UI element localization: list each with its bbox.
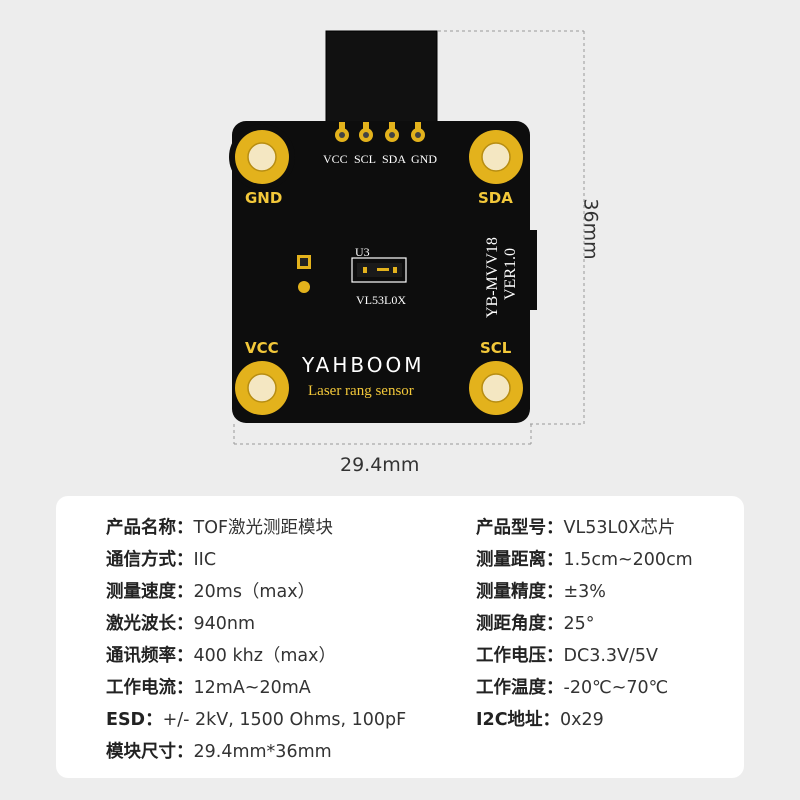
spec-row: 通信方式：IIC [106, 546, 216, 571]
brand-logo: YAHBOOM [301, 353, 425, 377]
mounting-hole-bottom-right [469, 361, 523, 415]
spec-key: 工作温度： [476, 678, 564, 698]
spec-value: VL53L0X芯片 [563, 518, 676, 538]
spec-key: 激光波长： [106, 614, 194, 634]
spec-value: 25° [563, 614, 595, 634]
spec-key: 通讯频率： [106, 646, 194, 666]
spec-value: ±3% [563, 582, 606, 602]
connector-housing [326, 31, 437, 125]
chip-ref: U3 [355, 245, 370, 259]
height-dimension-label: 36mm [579, 198, 602, 260]
spec-value: +/- 2kV, 1500 Ohms, 100pF [162, 710, 407, 730]
spec-row: 工作温度：-20℃~70℃ [476, 674, 668, 699]
spec-value: -20℃~70℃ [563, 678, 669, 698]
spec-value: TOF激光测距模块 [193, 518, 334, 538]
spec-row: 测量距离：1.5cm~200cm [476, 546, 693, 571]
sensor-chip: U3 VL53L0X [351, 245, 407, 307]
pin-label: GND [411, 152, 437, 166]
board-subtitle: Laser rang sensor [308, 383, 414, 399]
mounting-hole-top-left [235, 130, 289, 184]
pcb-illustration: VCC SCL SDA GND GND SDA VCC SCL U3 VL53L… [229, 30, 585, 445]
spec-value: 29.4mm*36mm [193, 742, 332, 762]
corner-label-scl: SCL [480, 339, 512, 357]
spec-row: I2C地址：0x29 [476, 706, 604, 731]
spec-key: 测量速度： [106, 582, 194, 602]
corner-label-sda: SDA [478, 189, 513, 207]
spec-key: 测量精度： [476, 582, 564, 602]
spec-value: DC3.3V/5V [563, 646, 659, 666]
pin-label: SDA [382, 152, 406, 166]
spec-row: 测量精度：±3% [476, 578, 606, 603]
corner-label-gnd: GND [245, 189, 282, 207]
spec-row: 激光波长：940nm [106, 610, 255, 635]
spec-key: 工作电压： [476, 646, 564, 666]
dimension-lines [233, 30, 585, 445]
spec-row: 产品型号：VL53L0X芯片 [476, 514, 675, 539]
spec-key: 通信方式： [106, 550, 194, 570]
spec-row: 产品名称：TOF激光测距模块 [106, 514, 333, 539]
spec-card: 产品名称：TOF激光测距模块 通信方式：IIC 测量速度：20ms（max） 激… [56, 496, 744, 778]
spec-key: 工作电流： [106, 678, 194, 698]
board-model: YB-MVV18 [484, 237, 501, 318]
spec-value: 20ms（max） [193, 582, 316, 602]
board-version: VER1.0 [502, 248, 519, 300]
header-pins [333, 122, 435, 148]
spec-key: 测距角度： [476, 614, 564, 634]
pin-label: VCC [323, 152, 348, 166]
corner-label-vcc: VCC [245, 339, 279, 357]
spec-value: 400 khz（max） [193, 646, 337, 666]
spec-key: I2C地址： [476, 710, 561, 730]
spec-key: 模块尺寸： [106, 742, 194, 762]
spec-value: 12mA~20mA [193, 678, 311, 698]
chip-name: VL53L0X [356, 293, 406, 307]
spec-row: 测距角度：25° [476, 610, 595, 635]
width-dimension-label: 29.4mm [340, 454, 420, 476]
spec-row: 测量速度：20ms（max） [106, 578, 315, 603]
spec-row: ESD：+/- 2kV, 1500 Ohms, 100pF [106, 706, 406, 731]
spec-row: 工作电流：12mA~20mA [106, 674, 311, 699]
spec-key: 产品型号： [476, 518, 564, 538]
spec-key: 产品名称： [106, 518, 194, 538]
spec-value: 940nm [193, 614, 256, 634]
spec-value: 1.5cm~200cm [563, 550, 693, 570]
spec-key: ESD： [106, 710, 163, 730]
spec-row: 工作电压：DC3.3V/5V [476, 642, 658, 667]
pin-label: SCL [354, 152, 376, 166]
spec-value: 0x29 [560, 710, 604, 730]
spec-value: IIC [193, 550, 217, 570]
spec-row: 通讯频率：400 khz（max） [106, 642, 336, 667]
spec-key: 测量距离： [476, 550, 564, 570]
smd-pads [297, 255, 311, 293]
spec-row: 模块尺寸：29.4mm*36mm [106, 738, 332, 763]
mounting-hole-bottom-left [235, 361, 289, 415]
mounting-hole-top-right [469, 130, 523, 184]
